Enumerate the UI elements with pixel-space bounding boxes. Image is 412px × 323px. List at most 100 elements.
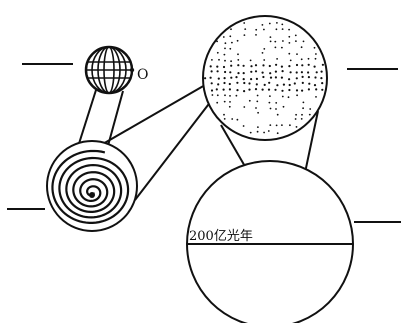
star-dot (237, 53, 239, 55)
star-dot (295, 114, 297, 116)
star-dot (307, 71, 309, 73)
star-dot (303, 102, 305, 104)
star-dot (224, 54, 226, 56)
star-dot (237, 59, 239, 61)
star-dot (229, 71, 231, 73)
star-dot (223, 114, 225, 116)
star-dot (231, 42, 233, 44)
star-dot (237, 119, 239, 121)
star-dot (295, 40, 297, 42)
star-dot (224, 118, 226, 120)
star-dot (204, 77, 206, 79)
star-dot (269, 124, 271, 126)
star-dot (243, 72, 245, 74)
star-dot (250, 71, 252, 73)
star-dot (237, 64, 239, 66)
star-dot (231, 118, 233, 120)
star-dot (225, 42, 227, 44)
star-dot (283, 84, 285, 86)
star-dot (270, 108, 272, 110)
star-dot (296, 77, 298, 79)
star-dot (263, 132, 265, 134)
star-dot (216, 66, 218, 68)
star-dot (301, 90, 303, 92)
star-dot (250, 65, 252, 67)
star-dot (296, 64, 298, 66)
star-dot (210, 65, 212, 67)
star-dot (255, 64, 257, 66)
star-dot (230, 65, 232, 67)
star-dot (249, 100, 251, 102)
star-dot (262, 72, 264, 74)
star-dot (224, 77, 226, 79)
star-dot (302, 82, 304, 84)
star-dot (288, 36, 290, 38)
star-dot (288, 29, 290, 31)
star-dot (230, 60, 232, 62)
star-dot (294, 82, 296, 84)
star-dot (236, 82, 238, 84)
star-dot (302, 76, 304, 78)
star-dot (250, 132, 252, 134)
star-dot (321, 71, 323, 73)
star-dot (248, 89, 250, 91)
star-dot (274, 41, 276, 43)
galaxy-cluster-circle (203, 16, 327, 140)
star-dot (296, 71, 298, 73)
star-dot (315, 53, 317, 55)
star-dot (224, 101, 226, 103)
star-dot (211, 89, 213, 91)
star-dot (255, 88, 257, 90)
star-dot (224, 71, 226, 73)
star-dot (301, 46, 303, 48)
star-dot (282, 28, 284, 30)
star-dot (269, 65, 271, 67)
star-dot (290, 71, 292, 73)
star-dot (264, 84, 266, 86)
star-dot (321, 82, 323, 84)
star-dot (301, 71, 303, 73)
star-dot (224, 60, 226, 62)
star-dot (223, 82, 225, 84)
star-dot (281, 24, 283, 26)
earth-globe (86, 47, 134, 93)
star-dot (302, 107, 304, 109)
star-dot (244, 34, 246, 36)
star-dot (262, 24, 264, 26)
star-dot (243, 78, 245, 80)
star-dot (269, 95, 271, 97)
star-dot (217, 94, 219, 96)
star-dot (288, 65, 290, 67)
star-dot (275, 47, 277, 49)
star-dot (301, 118, 303, 120)
star-dot (243, 106, 245, 108)
star-dot (229, 106, 231, 108)
observer-point (130, 68, 134, 72)
star-dot (263, 48, 265, 50)
star-dot (223, 36, 225, 38)
star-dot (308, 83, 310, 85)
star-dot (322, 64, 324, 66)
star-dot (262, 89, 264, 91)
star-dot (282, 40, 284, 42)
star-dot (281, 124, 283, 126)
star-dot (229, 101, 231, 103)
star-dot (236, 95, 238, 97)
star-dot (269, 23, 271, 25)
star-dot (237, 72, 239, 74)
star-dot (257, 131, 259, 133)
star-dot (276, 22, 278, 24)
star-dot (288, 78, 290, 80)
star-dot (289, 84, 291, 86)
star-dot (316, 71, 318, 73)
star-dot (276, 28, 278, 30)
star-dot (277, 114, 279, 116)
star-dot (296, 94, 298, 96)
star-dot (248, 82, 250, 84)
star-dot (212, 94, 214, 96)
star-dot (282, 96, 284, 98)
star-dot (320, 77, 322, 79)
star-dot (256, 78, 258, 80)
star-dot (218, 78, 220, 80)
